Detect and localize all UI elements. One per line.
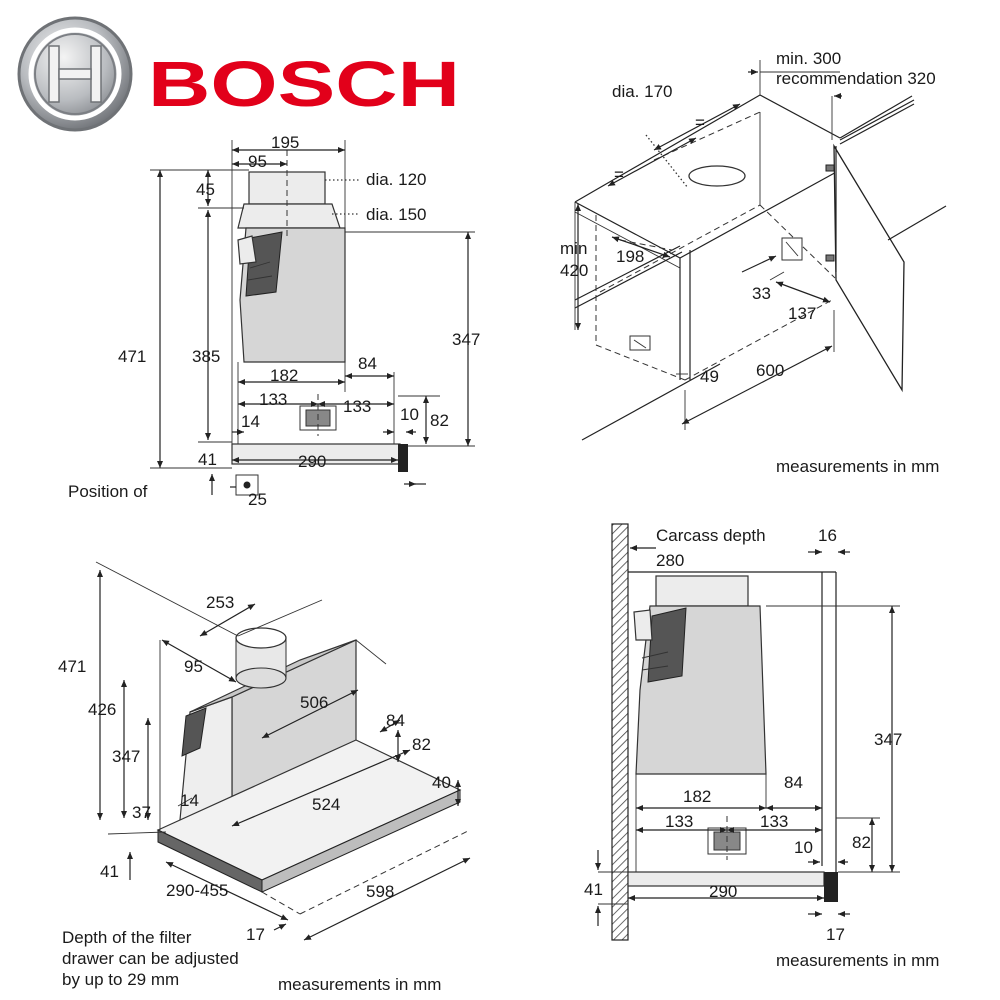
dim-253: 253 [206, 593, 234, 612]
bosch-armature-logo-icon [17, 16, 133, 132]
brand-wordmark: BOSCH [148, 48, 460, 120]
dim-133-right: 133 [343, 397, 371, 416]
dim-290-carcass: 290 [709, 882, 737, 901]
dim-133-right-carcass: 133 [760, 812, 788, 831]
dim-84-iso: 84 [386, 711, 405, 730]
dim-471-iso: 471 [58, 657, 86, 676]
dim-84-carcass: 84 [784, 773, 803, 792]
dim-82: 82 [430, 411, 449, 430]
dim-49: 49 [700, 367, 719, 386]
duct-hole-icon [688, 165, 746, 187]
dim-182: 182 [270, 366, 298, 385]
dim-471: 471 [118, 347, 146, 366]
dim-equal-1: = [614, 165, 624, 184]
carcass-view-labels: Carcass depth 16 280 347 182 84 133 133 … [584, 526, 939, 970]
dim-133-left: 133 [259, 390, 287, 409]
mounting-bracket-icon [629, 237, 803, 351]
dim-84: 84 [358, 354, 377, 373]
dim-82-iso: 82 [412, 735, 431, 754]
dim-25: 25 [248, 490, 267, 509]
dim-95-iso: 95 [184, 657, 203, 676]
dim-41: 41 [198, 450, 217, 469]
dim-600: 600 [756, 361, 784, 380]
dim-95: 95 [248, 152, 267, 171]
iso-view-labels: 253 95 471 426 347 506 84 82 37 14 524 4… [58, 593, 451, 994]
units-note-bottom-right: measurements in mm [776, 951, 939, 970]
wiring-position-icon [707, 816, 747, 860]
dim-41-carcass: 41 [584, 880, 603, 899]
dim-16: 16 [818, 526, 837, 545]
dim-290: 290 [298, 452, 326, 471]
dim-equal-2: = [695, 113, 705, 132]
dim-385: 385 [192, 347, 220, 366]
dim-10: 10 [400, 405, 419, 424]
cabinet-view-drawing [574, 60, 947, 441]
carcass-depth-label: Carcass depth [656, 526, 766, 545]
dim-41-iso: 41 [100, 862, 119, 881]
side-view-drawing [150, 140, 475, 496]
dim-133-left-carcass: 133 [665, 812, 693, 831]
dim-recommendation-320: recommendation 320 [776, 69, 936, 88]
dim-14-iso: 14 [180, 791, 199, 810]
dim-347: 347 [452, 330, 480, 349]
dim-dia-120: dia. 120 [366, 170, 427, 189]
dim-dia-170: dia. 170 [612, 82, 673, 101]
dim-min: min [560, 239, 587, 258]
side-view-labels: 195 95 dia. 120 dia. 150 45 471 385 347 … [68, 133, 480, 509]
units-note-bottom-left: measurements in mm [278, 975, 441, 994]
dim-290-455: 290-455 [166, 881, 228, 900]
dim-347-carcass: 347 [874, 730, 902, 749]
dim-598: 598 [366, 882, 394, 901]
dim-420: 420 [560, 261, 588, 280]
dim-82-carcass: 82 [852, 833, 871, 852]
dim-524: 524 [312, 795, 340, 814]
cabinet-view-labels: min. 300 recommendation 320 dia. 170 = =… [560, 49, 939, 476]
dim-280: 280 [656, 551, 684, 570]
dim-14: 14 [241, 412, 260, 431]
dim-347-iso: 347 [112, 747, 140, 766]
dim-195: 195 [271, 133, 299, 152]
dim-198: 198 [616, 247, 644, 266]
filter-note-line-1: Depth of the filter [62, 928, 192, 947]
units-note-top: measurements in mm [776, 457, 939, 476]
dim-33: 33 [752, 284, 771, 303]
dim-137: 137 [788, 304, 816, 323]
dim-min-300: min. 300 [776, 49, 841, 68]
dim-45: 45 [196, 180, 215, 199]
dim-17-carcass: 17 [826, 925, 845, 944]
dim-10-carcass: 10 [794, 838, 813, 857]
iso-view-drawing [95, 561, 471, 941]
position-of-label: Position of [68, 482, 148, 501]
wiring-position-icon [299, 394, 337, 436]
dim-40: 40 [432, 773, 451, 792]
carcass-view-drawing [595, 523, 900, 941]
filter-note-line-2: drawer can be adjusted [62, 949, 239, 968]
filter-note-line-3: by up to 29 mm [62, 970, 179, 989]
dim-426: 426 [88, 700, 116, 719]
dim-17-iso: 17 [246, 925, 265, 944]
dim-dia-150: dia. 150 [366, 205, 427, 224]
dim-37: 37 [132, 803, 151, 822]
dim-182-carcass: 182 [683, 787, 711, 806]
dim-506: 506 [300, 693, 328, 712]
